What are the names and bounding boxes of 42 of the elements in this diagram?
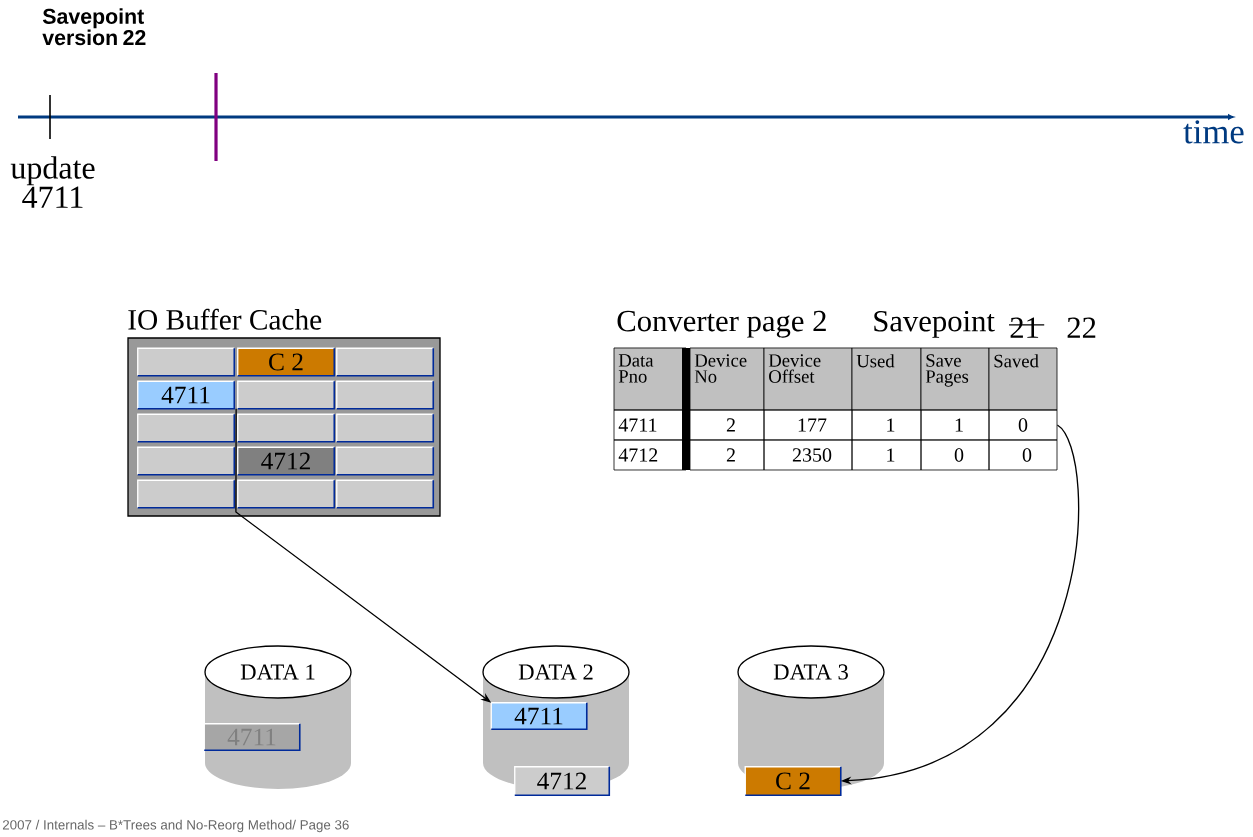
table-cell: 0	[988, 409, 1058, 441]
table-cell: 1	[851, 409, 922, 441]
page-block: 4712	[513, 765, 611, 797]
cache-slot	[335, 413, 435, 443]
node-label: IO Buffer Cache	[128, 308, 322, 330]
cache-slot	[136, 446, 236, 476]
table-cell: 0	[920, 439, 990, 471]
axis-label: time	[1183, 120, 1244, 144]
cache-slot	[335, 479, 435, 509]
footer-text: 2007 / Internals – B*Trees and No-Reorg Method/ Page 36	[2, 819, 349, 833]
cache-slot: 4712	[236, 446, 336, 476]
table-title: 22	[1067, 317, 1096, 338]
cache-slot	[236, 413, 336, 443]
cache-slot	[335, 347, 435, 377]
table-cell: 1	[920, 409, 990, 441]
table-cell: 177	[763, 409, 853, 441]
update-label: update 4711	[10, 156, 95, 208]
header-cell: Save Pages	[920, 347, 990, 411]
table-title: Savepoint	[874, 310, 995, 338]
cache-slot: C 2	[236, 347, 336, 377]
header-cell: Device Offset	[763, 347, 853, 411]
cache-slot	[236, 479, 336, 509]
cache-slot	[335, 380, 435, 410]
cache-slot	[335, 446, 435, 476]
cache-slot	[136, 413, 236, 443]
header-cell: Saved	[988, 347, 1058, 411]
cache-slot	[136, 347, 236, 377]
page-block: 4711	[490, 701, 588, 731]
savepoint-label: Savepoint version 22	[42, 8, 146, 46]
table-title: Converter page 2	[617, 310, 826, 338]
header-cell: Device No	[689, 347, 765, 411]
page-block: C 2	[744, 765, 842, 797]
cache-slot	[236, 380, 336, 410]
cache-slot: 4711	[136, 380, 236, 410]
table-cell: 2350	[763, 439, 853, 471]
table-cell: 1	[851, 439, 922, 471]
header-cell: Data Pno	[613, 347, 687, 411]
header-cell: Used	[851, 347, 922, 411]
table-cell: 2	[689, 409, 765, 441]
table-cell: 2	[689, 439, 765, 471]
table-cell: 0	[988, 439, 1058, 471]
cache-slot	[136, 479, 236, 509]
